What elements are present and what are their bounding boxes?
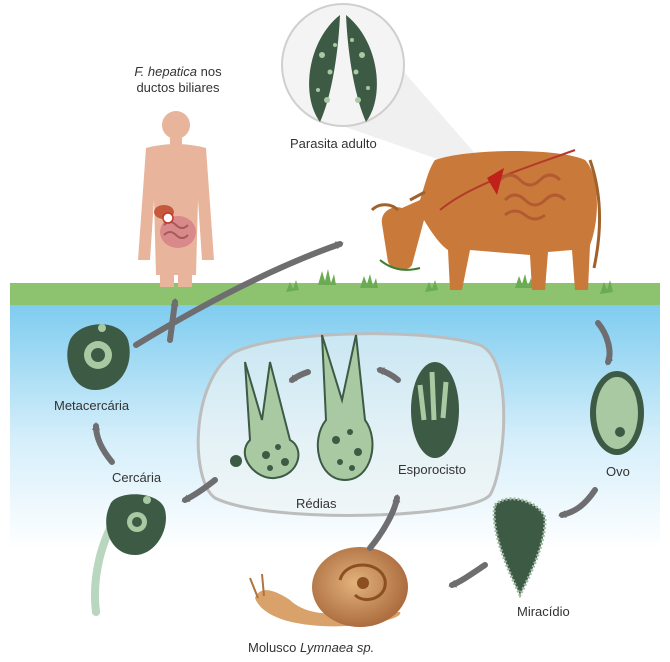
host-caption-species: F. hepatica bbox=[134, 64, 197, 79]
redias-label: Rédias bbox=[296, 496, 336, 512]
adult-parasite-zoom bbox=[282, 4, 498, 180]
adult-label: Parasita adulto bbox=[290, 136, 377, 152]
miracidium bbox=[494, 499, 545, 595]
cercaria-label: Cercária bbox=[112, 470, 161, 486]
mollusc-label-species: Lymnaea sp. bbox=[300, 640, 374, 655]
mollusc-label: Molusco Lymnaea sp. bbox=[248, 640, 374, 656]
sporocyst bbox=[411, 362, 459, 458]
human-host bbox=[138, 111, 214, 287]
mollusc-label-prefix: Molusco bbox=[248, 640, 300, 655]
esporocisto-label: Esporocisto bbox=[398, 462, 466, 478]
grass-band bbox=[10, 283, 660, 305]
host-caption-line2: ductos biliares bbox=[136, 80, 219, 95]
ovo-label: Ovo bbox=[606, 464, 630, 480]
host-caption-rest: nos bbox=[197, 64, 222, 79]
snail bbox=[250, 547, 408, 627]
metacercaria-label: Metacercária bbox=[54, 398, 129, 414]
cow-host bbox=[372, 150, 600, 290]
miracidio-label: Miracídio bbox=[517, 604, 570, 620]
egg bbox=[590, 371, 644, 455]
host-caption: F. hepatica nos ductos biliares bbox=[118, 64, 238, 96]
